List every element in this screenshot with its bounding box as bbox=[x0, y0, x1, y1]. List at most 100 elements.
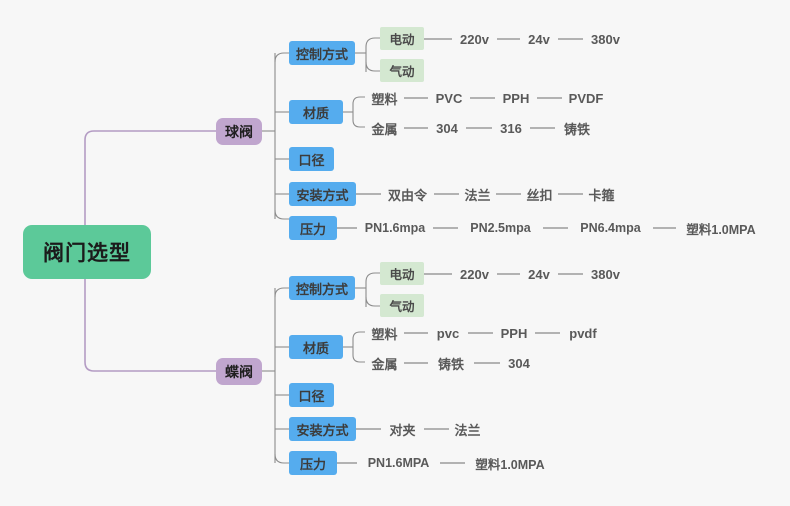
branch-node-label: 蝶阀 bbox=[225, 363, 253, 380]
link-b0c0-child0 bbox=[365, 37, 380, 48]
leaf-text-plastic-ball[interactable]: 塑料 bbox=[365, 88, 404, 108]
leaf-node-electric-ball[interactable]: 电动 bbox=[380, 27, 424, 50]
leaf-text-pn64-ball[interactable]: PN6.4mpa bbox=[568, 218, 653, 238]
leaf-label: pvdf bbox=[569, 325, 597, 341]
leaf-label: 铸铁 bbox=[437, 356, 464, 372]
leaf-text-plastic10-ball[interactable]: 塑料1.0MPA bbox=[676, 218, 766, 238]
leaf-label: 塑料 bbox=[371, 91, 398, 107]
leaf-text-24v-ball[interactable]: 24v bbox=[520, 29, 558, 49]
leaf-label: PVDF bbox=[568, 90, 604, 106]
leaf-text-pph-butterfly[interactable]: PPH bbox=[493, 323, 535, 343]
leaf-label: 塑料 bbox=[371, 326, 398, 342]
link-branch1-cat4 bbox=[274, 453, 289, 464]
category-node-diameter-butterfly[interactable]: 口径 bbox=[289, 383, 334, 407]
branch-node-label: 球阀 bbox=[225, 123, 253, 140]
link-b0c0-child1 bbox=[365, 61, 380, 72]
leaf-label: 220v bbox=[460, 31, 489, 47]
leaf-label: 法兰 bbox=[454, 422, 481, 438]
leaf-label: PPH bbox=[500, 325, 528, 341]
leaf-node-pneumatic-ball[interactable]: 气动 bbox=[380, 59, 424, 82]
category-label: 安装方式 bbox=[296, 187, 349, 203]
category-node-diameter-ball[interactable]: 口径 bbox=[289, 147, 334, 171]
leaf-label: PVC bbox=[435, 90, 463, 106]
link-b1c1-child1 bbox=[352, 354, 365, 363]
leaf-text-pn16-ball[interactable]: PN1.6mpa bbox=[357, 218, 433, 238]
leaf-label: 金属 bbox=[371, 121, 398, 137]
leaf-label: 铸铁 bbox=[563, 121, 590, 137]
leaf-text-304-ball[interactable]: 304 bbox=[428, 118, 466, 138]
leaf-label: 电动 bbox=[389, 33, 415, 47]
category-node-pressure-ball[interactable]: 压力 bbox=[289, 216, 337, 240]
category-node-pressure-butterfly[interactable]: 压力 bbox=[289, 451, 337, 475]
leaf-text-pn16-butterfly[interactable]: PN1.6MPA bbox=[357, 453, 440, 473]
leaf-node-electric-butterfly[interactable]: 电动 bbox=[380, 262, 424, 285]
leaf-label: 304 bbox=[436, 120, 458, 136]
leaf-text-cast-iron-ball[interactable]: 铸铁 bbox=[555, 118, 599, 138]
category-label: 材质 bbox=[302, 340, 329, 356]
category-node-installation-butterfly[interactable]: 安装方式 bbox=[289, 417, 356, 441]
leaf-text-plastic10-butterfly[interactable]: 塑料1.0MPA bbox=[465, 453, 555, 473]
category-label: 控制方式 bbox=[295, 46, 348, 62]
leaf-label: 316 bbox=[500, 120, 522, 136]
root-node[interactable]: 阀门选型 bbox=[23, 225, 151, 279]
leaf-text-380v-ball[interactable]: 380v bbox=[583, 29, 628, 49]
category-label: 口径 bbox=[298, 388, 325, 404]
category-node-control-method-ball[interactable]: 控制方式 bbox=[289, 41, 355, 65]
leaf-label: 塑料1.0MPA bbox=[475, 457, 545, 472]
leaf-text-flange-ball[interactable]: 法兰 bbox=[459, 184, 496, 204]
leaf-text-220v-butterfly[interactable]: 220v bbox=[452, 264, 497, 284]
leaf-text-380v-butterfly[interactable]: 380v bbox=[583, 264, 628, 284]
leaf-label: 对夹 bbox=[389, 422, 416, 438]
link-branch0-cat4 bbox=[274, 209, 289, 220]
leaf-text-pph-ball[interactable]: PPH bbox=[495, 88, 537, 108]
link-b1c0-child1 bbox=[365, 296, 380, 307]
branch-node-ball-valve[interactable]: 球阀 bbox=[216, 118, 262, 145]
leaf-text-pvc-butterfly[interactable]: pvc bbox=[428, 323, 468, 343]
leaf-text-316-ball[interactable]: 316 bbox=[492, 118, 530, 138]
branch-node-butterfly-valve[interactable]: 蝶阀 bbox=[216, 358, 262, 385]
leaf-label: 220v bbox=[460, 266, 489, 282]
link-branch0-cat0 bbox=[274, 52, 289, 63]
link-branch1-cat0 bbox=[274, 287, 289, 298]
leaf-text-220v-ball[interactable]: 220v bbox=[452, 29, 497, 49]
leaf-label: pvc bbox=[436, 325, 460, 341]
leaf-text-pvc-ball[interactable]: PVC bbox=[428, 88, 470, 108]
leaf-text-metal-ball[interactable]: 金属 bbox=[365, 118, 404, 138]
leaf-text-cast-iron-butterfly[interactable]: 铸铁 bbox=[428, 353, 474, 373]
category-label: 压力 bbox=[299, 456, 326, 472]
link-b0c1-child0 bbox=[352, 96, 365, 105]
leaf-text-flange-butterfly[interactable]: 法兰 bbox=[449, 419, 486, 439]
category-node-material-butterfly[interactable]: 材质 bbox=[289, 335, 343, 359]
leaf-text-plastic-butterfly[interactable]: 塑料 bbox=[365, 323, 404, 343]
leaf-label: 丝扣 bbox=[526, 187, 553, 203]
leaf-text-304-butterfly[interactable]: 304 bbox=[500, 353, 538, 373]
category-label: 控制方式 bbox=[295, 281, 348, 297]
leaf-text-thread-ball[interactable]: 丝扣 bbox=[521, 184, 558, 204]
leaf-label: PN6.4mpa bbox=[580, 221, 641, 235]
leaf-text-pvdf-butterfly[interactable]: pvdf bbox=[560, 323, 606, 343]
link-b0c1-child1 bbox=[352, 119, 365, 128]
category-label: 压力 bbox=[299, 221, 326, 237]
leaf-label: PPH bbox=[502, 90, 530, 106]
leaf-text-wafer-butterfly[interactable]: 对夹 bbox=[381, 419, 424, 439]
leaf-label: 24v bbox=[528, 266, 550, 282]
leaf-label: 380v bbox=[591, 31, 620, 47]
leaf-node-pneumatic-butterfly[interactable]: 气动 bbox=[380, 294, 424, 317]
leaf-label: 电动 bbox=[389, 268, 415, 282]
leaf-label: 304 bbox=[508, 355, 530, 371]
category-label: 材质 bbox=[302, 105, 329, 121]
category-node-material-ball[interactable]: 材质 bbox=[289, 100, 343, 124]
leaf-label: 气动 bbox=[389, 65, 415, 79]
category-node-installation-ball[interactable]: 安装方式 bbox=[289, 182, 356, 206]
leaf-text-pn25-ball[interactable]: PN2.5mpa bbox=[458, 218, 543, 238]
leaf-text-24v-butterfly[interactable]: 24v bbox=[520, 264, 558, 284]
leaf-text-metal-butterfly[interactable]: 金属 bbox=[365, 353, 404, 373]
leaf-text-double-union-ball[interactable]: 双由令 bbox=[381, 184, 434, 204]
leaf-text-clamp-ball[interactable]: 卡箍 bbox=[583, 184, 620, 204]
leaf-label: 380v bbox=[591, 266, 620, 282]
leaf-label: PN1.6MPA bbox=[367, 456, 430, 470]
category-node-control-method-butterfly[interactable]: 控制方式 bbox=[289, 276, 355, 300]
leaf-label: 卡箍 bbox=[588, 187, 615, 203]
leaf-text-pvdf-ball[interactable]: PVDF bbox=[562, 88, 610, 108]
